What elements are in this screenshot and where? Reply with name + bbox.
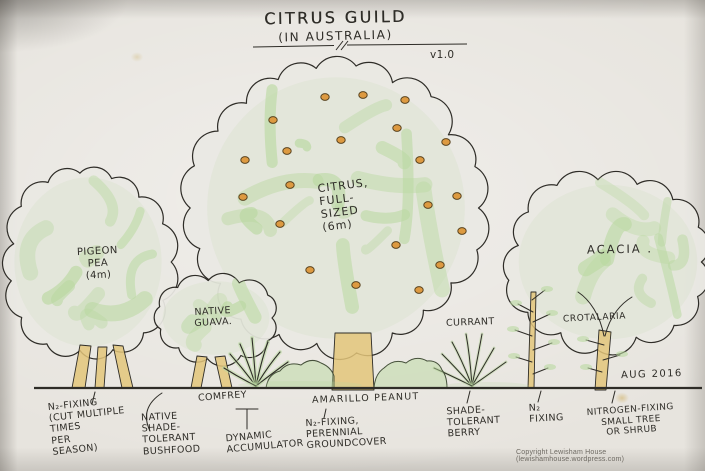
native-guava-canopy xyxy=(153,272,277,367)
citrus-fruits xyxy=(238,91,467,294)
label-currant: CURRANT xyxy=(445,316,495,329)
note-pigeon-role: N₂-FIXING (CUT MULTIPLE TIMES PER SEASON… xyxy=(47,396,126,458)
pigeon-pea-canopy xyxy=(1,166,179,360)
title-underline xyxy=(252,40,468,51)
branches xyxy=(507,286,633,375)
note-guava-role: NATIVE SHADE- TOLERANT BUSHFOOD xyxy=(140,410,201,458)
note-currant-role: SHADE- TOLERANT BERRY xyxy=(446,404,501,440)
acacia-canopy xyxy=(502,170,705,356)
copyright-text: Copyright Lewisham House (lewishamhouse.… xyxy=(516,449,625,463)
label-pigeon-pea: PIGEON PEA (4m) xyxy=(76,244,119,282)
page-title: CITRUS GUILD xyxy=(264,6,407,29)
label-native-guava: NATIVE GUAVA. xyxy=(194,305,233,330)
note-groundcover-role: N₂-FIXING, PERENNIAL GROUNDCOVER xyxy=(305,415,388,452)
note-crotalaria-role: N₂ FIXING xyxy=(528,402,565,426)
label-citrus: CITRUS, FULL- SIZED (6m) xyxy=(316,176,369,234)
annotation-connectors xyxy=(91,390,616,432)
comfrey-plant xyxy=(222,336,290,388)
date-note: AUG 2016 xyxy=(620,367,683,382)
label-acacia: ACACIA . xyxy=(586,241,654,257)
version-label: v1.0 xyxy=(430,49,455,61)
